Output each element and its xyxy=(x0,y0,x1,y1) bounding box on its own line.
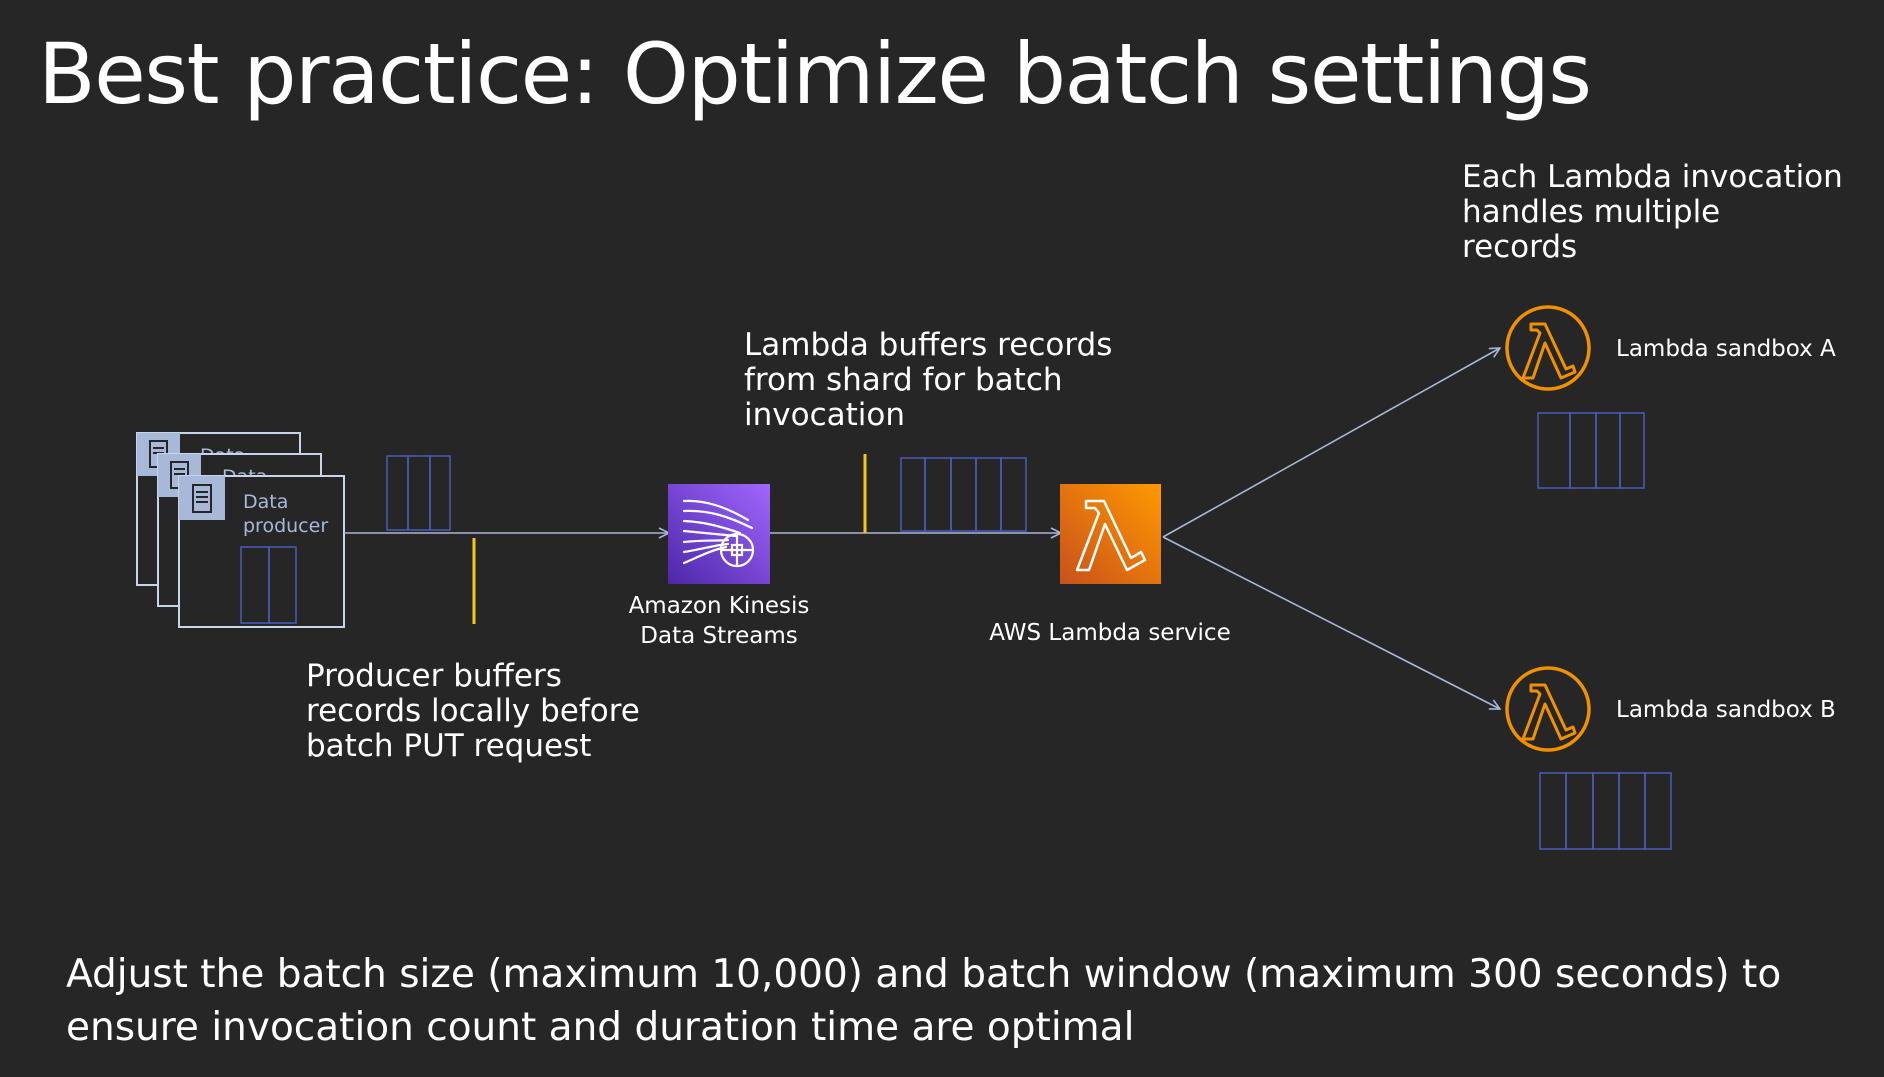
invocation-caption-line-1: Each Lambda invocation xyxy=(1462,159,1843,195)
lambda-service-label: AWS Lambda service xyxy=(989,620,1230,646)
invocation-caption-line-3: records xyxy=(1462,229,1578,265)
lambda-sandbox-a-icon xyxy=(1505,305,1591,391)
producer-buffer-caption-line-3: batch PUT request xyxy=(306,728,592,764)
producer-buffer-caption-line-2: records locally before xyxy=(306,693,640,729)
lambda-buffer-caption: Lambda buffers records from shard for ba… xyxy=(744,328,1112,433)
sandbox-b-label: Lambda sandbox B xyxy=(1616,697,1836,723)
sandbox-a-label: Lambda sandbox A xyxy=(1616,336,1836,362)
footer-line-1: Adjust the batch size (maximum 10,000) a… xyxy=(66,952,1782,997)
lambda-to-sandbox-a-arrow xyxy=(1162,348,1500,538)
lambda-service-icon xyxy=(1060,484,1161,584)
lambda-buffer-caption-line-2: from shard for batch xyxy=(744,362,1063,398)
data-producer-label-line-2: producer xyxy=(243,515,328,537)
lambda-buffer-caption-line-1: Lambda buffers records xyxy=(744,327,1113,363)
lambda-icon xyxy=(1521,683,1577,741)
kinesis-label-line-2: Data Streams xyxy=(640,623,797,649)
producer-batch-records xyxy=(386,455,451,531)
kinesis-label-line-1: Amazon Kinesis xyxy=(629,593,810,619)
footer-note: Adjust the batch size (maximum 10,000) a… xyxy=(66,948,1781,1054)
slide-title: Best practice: Optimize batch settings xyxy=(38,25,1592,123)
data-producer-label-line-1: Data xyxy=(243,491,288,513)
data-producer-stack: Data Data Data producer xyxy=(136,432,345,628)
invocation-caption-line-2: handles multiple xyxy=(1462,194,1721,230)
kinesis-data-streams-icon xyxy=(668,484,770,584)
lambda-icon xyxy=(1075,499,1147,572)
lambda-icon xyxy=(1521,322,1577,380)
lambda-to-sandbox-b-arrow xyxy=(1162,536,1500,709)
sandbox-b-records xyxy=(1539,772,1672,850)
producer-local-records xyxy=(240,546,297,624)
lambda-buffered-records xyxy=(900,457,1027,532)
lambda-sandbox-b-icon xyxy=(1505,666,1591,752)
sandbox-a-records xyxy=(1537,412,1645,489)
footer-line-2: ensure invocation count and duration tim… xyxy=(66,1005,1135,1050)
producer-buffer-caption: Producer buffers records locally before … xyxy=(306,659,640,764)
producer-buffer-caption-line-1: Producer buffers xyxy=(306,658,562,694)
lambda-buffer-caption-line-3: invocation xyxy=(744,397,905,433)
server-icon xyxy=(192,484,212,513)
data-producer-card-front: Data producer xyxy=(178,475,345,628)
invocation-caption: Each Lambda invocation handles multiple … xyxy=(1462,160,1843,265)
